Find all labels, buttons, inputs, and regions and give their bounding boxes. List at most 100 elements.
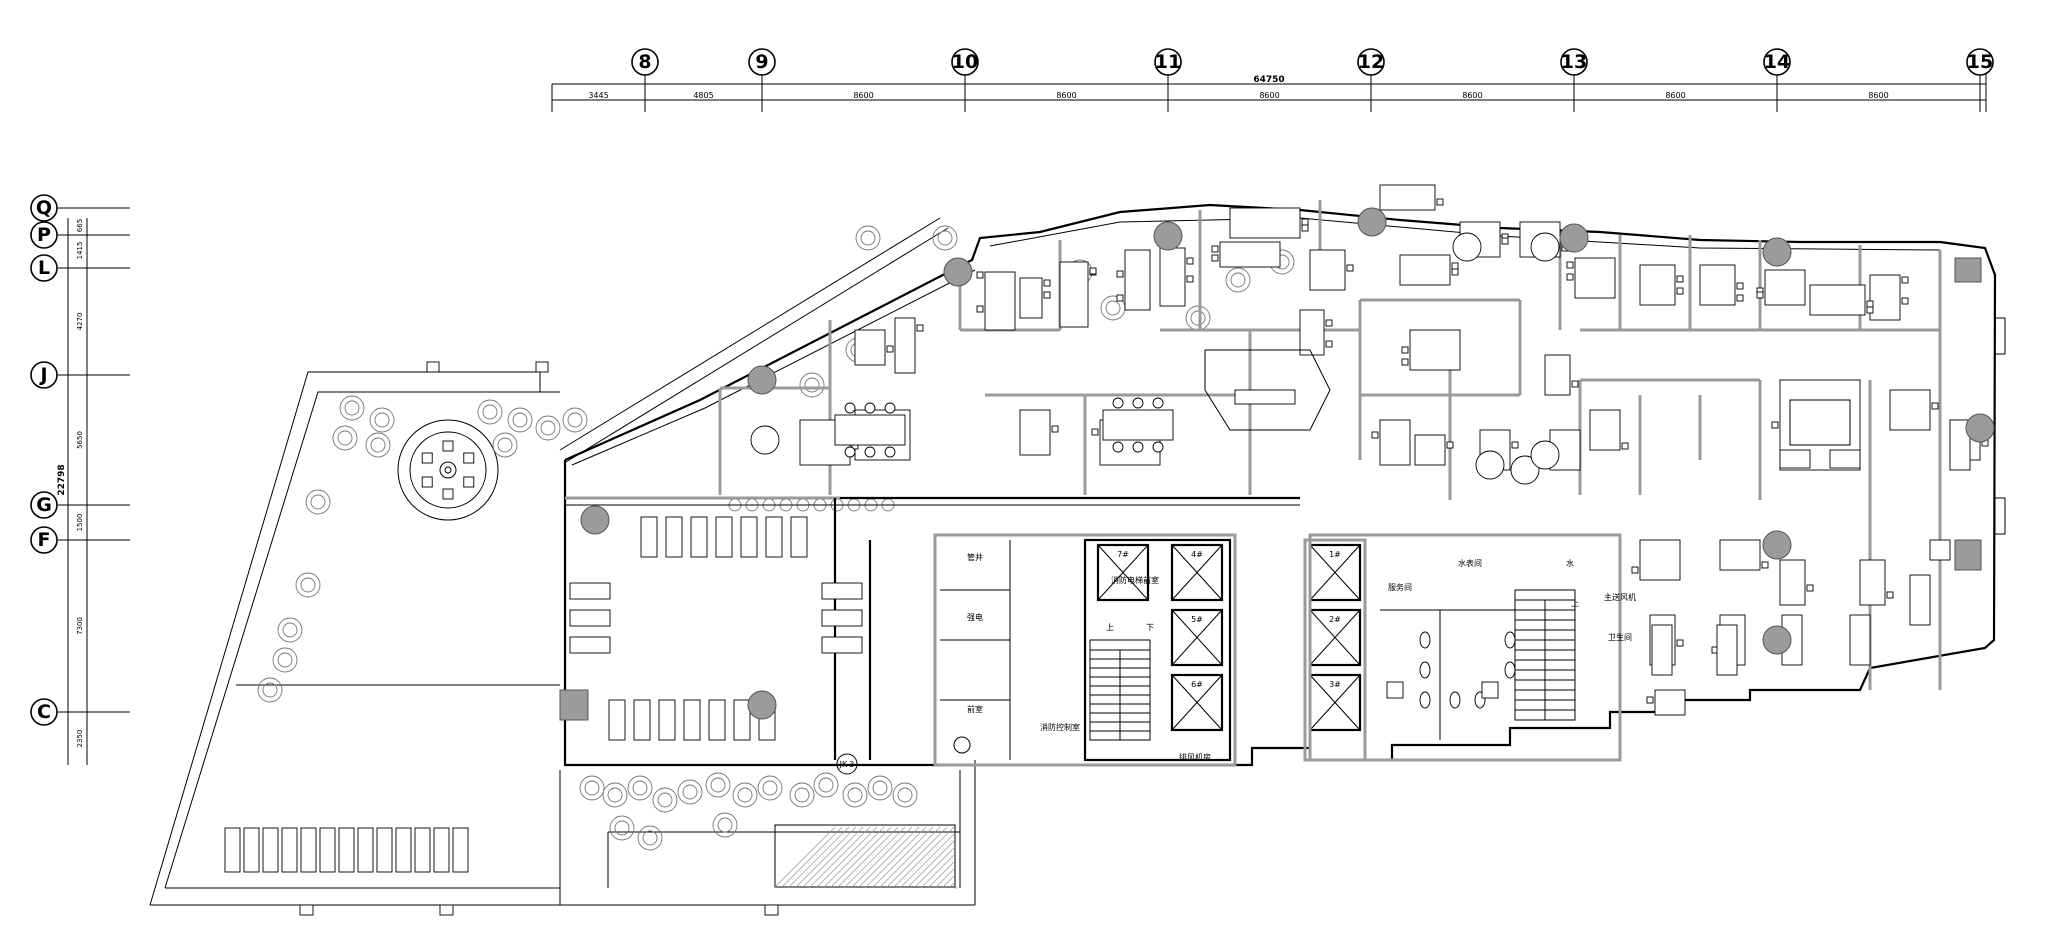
treatment-bed <box>1651 624 1673 676</box>
gazebo-seat <box>463 476 475 488</box>
grid-bubble-column <box>1763 48 1791 76</box>
elevator-label: 7# <box>1117 550 1129 559</box>
treatment-bed <box>1909 574 1931 626</box>
tree <box>332 425 358 451</box>
office-table <box>1764 269 1806 306</box>
elevator-label: 5# <box>1191 615 1203 624</box>
tree-inner <box>567 412 583 428</box>
dining-table <box>821 582 863 600</box>
tree-inner <box>310 494 326 510</box>
treatment-bed <box>1716 624 1738 676</box>
parking-bar <box>452 827 469 873</box>
chair <box>1736 282 1744 290</box>
tree-inner <box>872 780 888 796</box>
tree <box>305 489 331 515</box>
dining-table <box>665 516 683 558</box>
hatch-line <box>788 826 850 888</box>
office-table <box>1589 409 1621 451</box>
office-table <box>1299 309 1325 356</box>
hatch-line <box>949 881 956 888</box>
overall-dimension-label: 64750 <box>1253 75 1284 85</box>
wall-tag: JK-3 <box>836 753 858 775</box>
column <box>1762 237 1792 267</box>
column <box>1965 413 1995 443</box>
dining-table <box>608 699 626 741</box>
column-spacing-label: 8600 <box>1259 91 1279 100</box>
tree <box>732 782 758 808</box>
tree-inner <box>847 787 863 803</box>
toilet <box>1419 631 1431 649</box>
chair <box>1186 275 1194 283</box>
office-table <box>1639 264 1676 306</box>
overall-row-dimension-label: 22798 <box>57 464 67 495</box>
gazebo-seat <box>421 476 433 488</box>
grid-label-row: L <box>38 257 50 279</box>
fire-control-label: 消防控制室 <box>1040 722 1080 732</box>
parking-bar <box>414 827 431 873</box>
dining-table <box>790 516 808 558</box>
pipe-label: 水 <box>1566 558 1574 568</box>
sink <box>1481 681 1499 699</box>
hatch-line <box>907 839 956 888</box>
tree-inner <box>1230 272 1246 288</box>
tree-inner <box>710 777 726 793</box>
office-table <box>1779 559 1806 606</box>
hatch-line <box>809 826 871 888</box>
chair-round <box>1112 397 1124 409</box>
up-label-2: 上 <box>1571 599 1579 608</box>
elevator-cross <box>1097 544 1149 601</box>
grid-bubble-row <box>30 221 58 249</box>
chair <box>1676 639 1684 647</box>
elevator-label: 6# <box>1191 680 1203 689</box>
row-spacing-label: 665 <box>76 219 84 232</box>
chair <box>1325 319 1333 327</box>
chair <box>1761 561 1769 569</box>
grid-label-column: 14 <box>1764 51 1790 73</box>
elevator-cross <box>1309 609 1361 666</box>
tree <box>705 772 731 798</box>
dining-table <box>821 609 863 627</box>
chair-round <box>864 446 876 458</box>
chair <box>1866 306 1874 314</box>
tree <box>637 825 663 851</box>
chair <box>1676 287 1684 295</box>
elevator-car <box>1170 543 1224 602</box>
gazebo-seat <box>421 452 433 464</box>
parking-bar <box>338 827 355 873</box>
chair <box>1501 237 1509 245</box>
grid-label-column: 8 <box>638 51 651 73</box>
office-zone <box>718 184 1989 716</box>
grid-bubble-column <box>1154 48 1182 76</box>
office-table <box>1379 184 1436 211</box>
sink <box>1386 681 1404 699</box>
tree <box>477 399 503 425</box>
tree-inner <box>277 652 293 668</box>
conference-table <box>1102 409 1174 441</box>
toilet <box>1449 691 1461 709</box>
elevator-cross <box>1171 609 1223 666</box>
grid-bubble-column <box>631 48 659 76</box>
tree <box>855 225 881 251</box>
tree-inner <box>337 430 353 446</box>
dining-table <box>765 516 783 558</box>
sofa-long <box>1949 419 1971 471</box>
chair <box>916 324 924 332</box>
office-table <box>984 271 1016 331</box>
parking-bar <box>357 827 374 873</box>
tree <box>799 372 825 398</box>
dining-table <box>658 699 676 741</box>
hatch-line <box>837 826 899 888</box>
chair <box>1401 346 1409 354</box>
chair-round <box>864 402 876 414</box>
dining-table <box>733 699 751 741</box>
main-duct-label: 主送风机 <box>1604 592 1636 602</box>
elevator-cross <box>1171 674 1223 731</box>
column-spacing-label: 8600 <box>853 91 873 100</box>
grid-bubble-column <box>748 48 776 76</box>
chair <box>976 271 984 279</box>
tree-inner <box>614 820 630 836</box>
office-table <box>1229 207 1301 239</box>
tree <box>813 772 839 798</box>
tree <box>277 617 303 643</box>
cabinet <box>1929 539 1951 561</box>
